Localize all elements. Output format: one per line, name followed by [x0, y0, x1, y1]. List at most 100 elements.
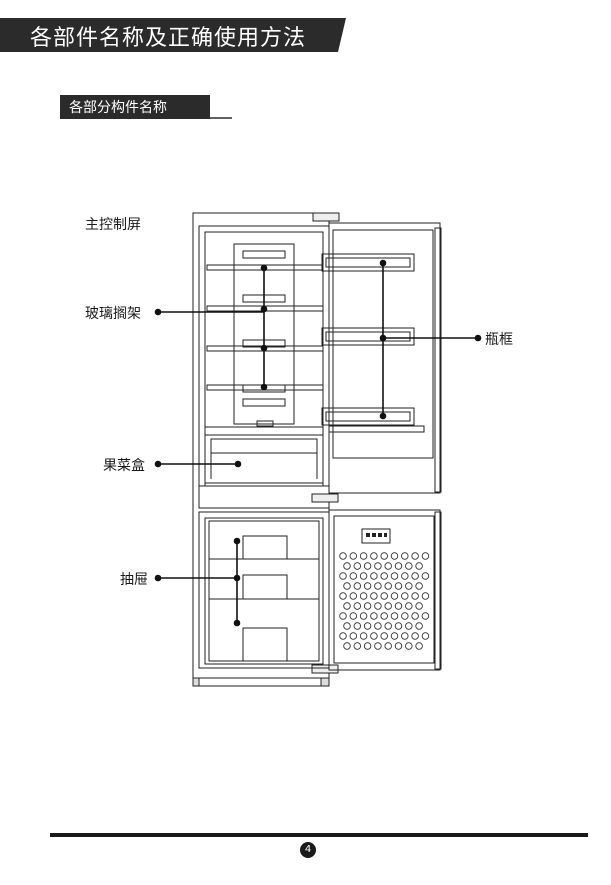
door-dimple — [370, 572, 378, 580]
door-dimple — [394, 602, 403, 610]
footer-rule — [50, 833, 588, 837]
door-dimple — [343, 562, 351, 570]
door-dimple — [349, 612, 358, 620]
door-dimple — [421, 592, 430, 600]
door-dimple — [363, 582, 372, 590]
door-dimple — [370, 612, 378, 620]
door-dimple — [415, 562, 423, 570]
door-dimple — [343, 622, 351, 630]
door-dimple — [390, 552, 399, 560]
door-dimple — [405, 582, 413, 590]
door-dimple — [353, 562, 362, 570]
door-dimple — [401, 592, 409, 600]
door-dimple — [343, 602, 351, 610]
door-dimple — [415, 602, 423, 610]
door-dimple — [394, 622, 403, 630]
door-dimple — [380, 612, 388, 620]
door-dimple — [339, 612, 347, 620]
door-dimple — [405, 642, 413, 650]
door-dimple — [370, 552, 378, 560]
door-dimple — [370, 592, 378, 600]
door-dimple — [353, 602, 362, 610]
door-dimple — [359, 552, 368, 560]
top-hinge — [312, 212, 340, 222]
door-dimple — [411, 632, 419, 640]
section-title: 各部分构件名称 — [69, 100, 167, 116]
door-dimple — [363, 642, 372, 650]
door-dimple — [363, 602, 372, 610]
bottom-hinge — [311, 664, 339, 674]
door-dimple — [390, 612, 399, 620]
door-rack — [321, 327, 415, 346]
door-dimple — [353, 622, 362, 630]
door-dimple — [339, 552, 347, 560]
door-dimple — [349, 572, 358, 580]
door-dimple — [339, 632, 347, 640]
door-dimple — [411, 592, 419, 600]
freezer-drawer — [208, 598, 320, 662]
door-dimple — [374, 622, 382, 630]
door-dimple — [401, 552, 409, 560]
cabinet-outline — [192, 212, 330, 687]
door-dimple — [374, 602, 382, 610]
door-dimple — [394, 582, 403, 590]
door-dimple — [363, 562, 372, 570]
door-dimple — [394, 562, 403, 570]
middle-hinge — [311, 493, 339, 503]
door-dimple — [401, 632, 409, 640]
door-dimple — [349, 632, 358, 640]
door-dimple — [359, 612, 368, 620]
door-dimple — [421, 552, 430, 560]
door-dimple — [411, 612, 419, 620]
door-dimple — [384, 642, 392, 650]
label-drawer: 抽屉 — [120, 572, 148, 588]
door-dimple — [384, 562, 392, 570]
label-bottle-rack: 瓶框 — [485, 332, 513, 348]
door-dimple — [384, 602, 392, 610]
freezer-door — [328, 509, 441, 671]
section-label: 各部分构件名称 — [60, 95, 232, 119]
door-dimple — [370, 632, 378, 640]
door-dimple — [349, 592, 358, 600]
section-label-shape — [60, 95, 232, 119]
door-dimple — [421, 612, 430, 620]
door-dimple — [380, 572, 388, 580]
door-dimple — [363, 622, 372, 630]
door-dimple — [411, 552, 419, 560]
door-dimple — [349, 552, 358, 560]
door-dimple — [401, 572, 409, 580]
door-dimple — [353, 642, 362, 650]
door-dimple — [390, 572, 399, 580]
door-dimple — [343, 642, 351, 650]
title-banner-shape — [0, 18, 346, 52]
title-banner: 各部件名称及正确使用方法 — [0, 18, 346, 52]
door-rack — [321, 253, 415, 272]
door-dimple — [390, 592, 399, 600]
control-panel — [361, 528, 391, 544]
door-dimple — [394, 642, 403, 650]
label-control-panel: 主控制屏 — [85, 217, 141, 233]
door-dimple — [405, 562, 413, 570]
door-dimple — [359, 592, 368, 600]
door-dimple — [339, 572, 347, 580]
door-dimple — [353, 582, 362, 590]
door-dimple — [374, 642, 382, 650]
freezer-compartment — [198, 511, 330, 669]
door-dimple — [374, 562, 382, 570]
door-dimple — [415, 622, 423, 630]
door-dimple — [343, 582, 351, 590]
door-dimple — [421, 572, 430, 580]
door-dimple — [359, 572, 368, 580]
freezer-drawer — [208, 558, 320, 600]
door-dimple — [384, 622, 392, 630]
page-number: 4 — [300, 842, 316, 858]
door-rack — [321, 407, 415, 426]
door-dimple — [401, 612, 409, 620]
label-glass-shelf: 玻璃搁架 — [85, 306, 141, 322]
door-dimple — [415, 582, 423, 590]
door-dimple — [374, 582, 382, 590]
door-dimple — [380, 632, 388, 640]
door-dimple-pattern — [339, 552, 430, 650]
fridge-door — [328, 222, 441, 494]
door-dimple — [411, 572, 419, 580]
